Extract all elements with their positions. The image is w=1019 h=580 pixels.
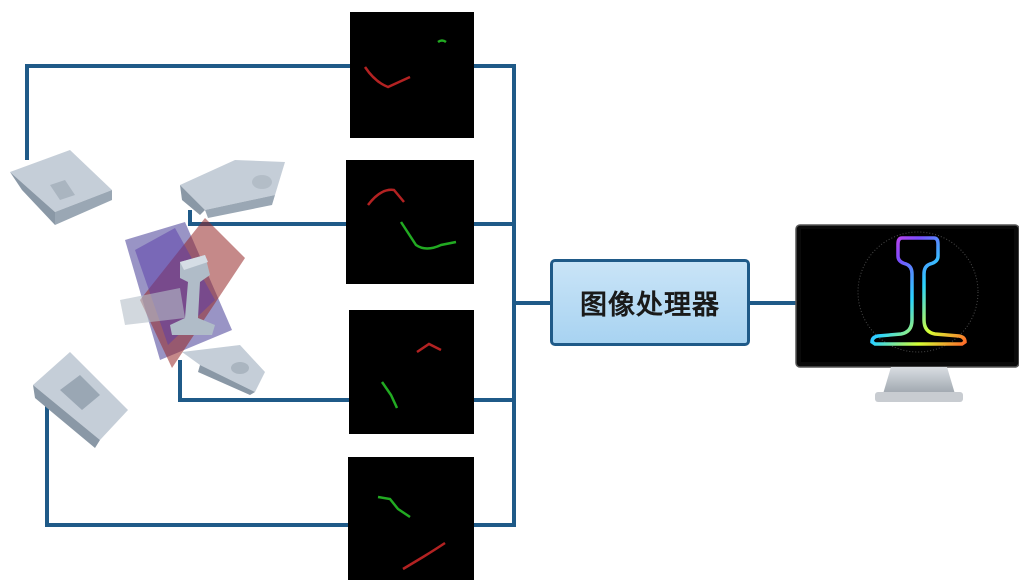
sensor-icon (182, 345, 265, 395)
laser-profile-image (380, 342, 442, 409)
capture-panel-2 (346, 160, 474, 284)
laser-profile-image (367, 188, 457, 250)
processor-label: 图像处理器 (580, 290, 720, 321)
laser-profile-image (363, 39, 447, 89)
sensor-icon (10, 150, 112, 225)
capture-panel-4 (348, 457, 474, 580)
laser-profile-image (377, 495, 446, 571)
sensor-icon (33, 352, 128, 448)
capture-panel-3 (349, 310, 474, 434)
capture-panel-1 (350, 12, 474, 138)
image-processor-box: 图像处理器 (550, 259, 750, 346)
rail-icon (120, 255, 215, 335)
measurement-rig (10, 150, 285, 448)
sensor-icon (180, 160, 285, 218)
laser-plane-icon (125, 218, 245, 368)
monitor-icon (795, 224, 1019, 402)
